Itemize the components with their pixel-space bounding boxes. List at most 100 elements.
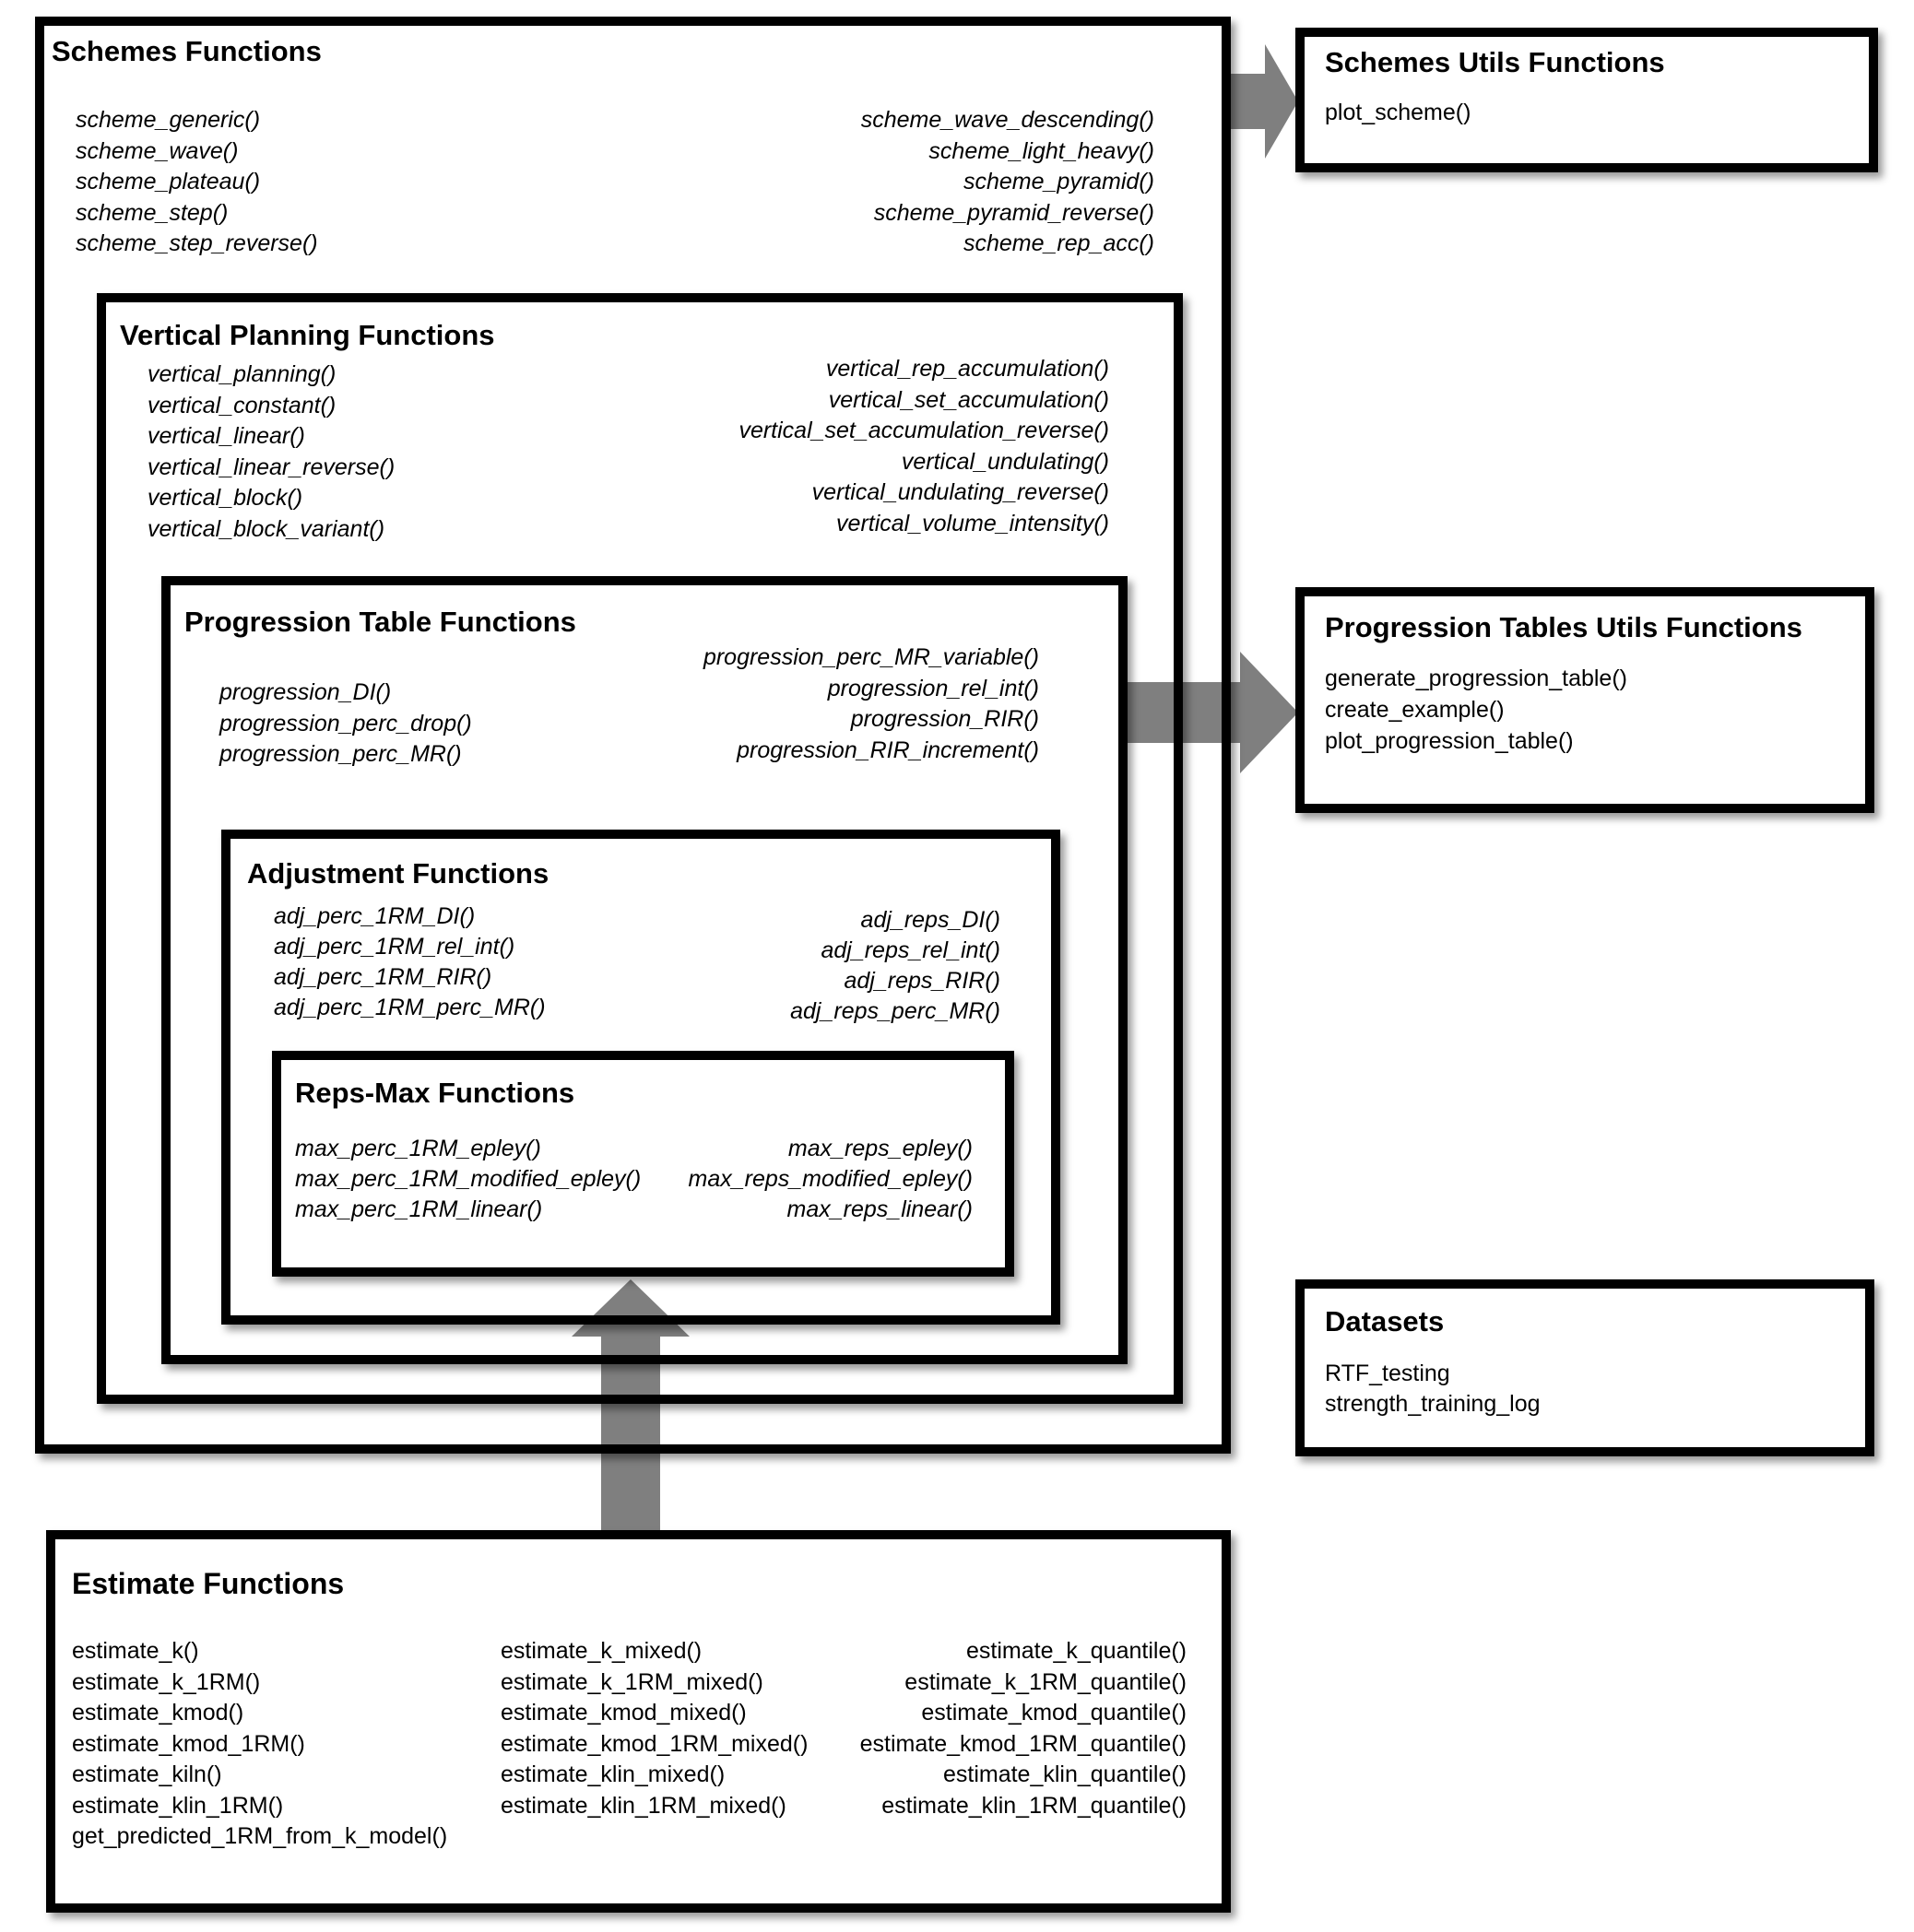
function-item: progression_perc_drop() — [219, 710, 472, 736]
function-item: generate_progression_table() — [1325, 666, 1627, 691]
function-item: estimate_klin_mixed() — [501, 1761, 726, 1787]
function-item: estimate_kmod() — [72, 1700, 244, 1726]
datasets-title: Datasets — [1325, 1305, 1445, 1337]
function-item: progression_RIR() — [850, 706, 1039, 732]
function-item: vertical_set_accumulation_reverse() — [738, 418, 1109, 443]
reps-max-left-list: max_perc_1RM_epley() max_perc_1RM_modifie… — [295, 1134, 641, 1225]
function-item: estimate_k_mixed() — [501, 1638, 703, 1664]
function-item: max_perc_1RM_modified_epley() — [295, 1166, 642, 1192]
estimate-functions-col3: estimate_k_quantile() estimate_k_1RM_quan… — [860, 1636, 1187, 1821]
function-item: estimate_k_1RM_mixed() — [501, 1668, 763, 1695]
adjustment-right-list: adj_reps_DI() adj_reps_rel_int() adj_reps_… — [790, 905, 1000, 1027]
function-item: strength_training_log — [1325, 1391, 1541, 1417]
function-item: vertical_constant() — [148, 392, 337, 418]
function-item: get_predicted_1RM_from_k_model() — [72, 1823, 448, 1849]
function-item: estimate_k_1RM() — [72, 1668, 261, 1695]
function-item: RTF_testing — [1325, 1361, 1450, 1386]
function-item: adj_reps_RIR() — [844, 968, 1000, 994]
function-item: create_example() — [1325, 697, 1505, 723]
function-item: estimate_kmod_quantile() — [921, 1700, 1187, 1726]
function-item: scheme_pyramid() — [963, 169, 1154, 194]
function-item: adj_reps_DI() — [860, 907, 1000, 933]
reps-max-right-list: max_reps_epley() max_reps_modified_epley(… — [689, 1134, 973, 1225]
function-item: vertical_block() — [148, 485, 303, 511]
function-item: vertical_volume_intensity() — [836, 510, 1109, 536]
function-item: max_reps_epley() — [787, 1136, 973, 1161]
function-item: progression_perc_MR_variable() — [703, 644, 1039, 670]
function-item: estimate_kmod_1RM_quantile() — [859, 1730, 1187, 1757]
function-item: vertical_linear_reverse() — [148, 454, 396, 480]
progression-tables-utils-functions-box: Progression Tables Utils Functions gener… — [1295, 587, 1874, 813]
vertical-planning-functions-box: Vertical Planning Functions vertical_pla… — [97, 293, 1183, 1404]
function-item: max_perc_1RM_epley() — [295, 1136, 541, 1161]
function-item: progression_DI() — [219, 679, 392, 705]
function-item: adj_reps_perc_MR() — [790, 998, 1000, 1024]
estimate-functions-box: Estimate Functions estimate_k()estimate_… — [46, 1530, 1231, 1913]
function-item: estimate_kmod_1RM_mixed() — [501, 1730, 809, 1757]
schemes-functions-box: Schemes Functions scheme_generic()scheme… — [35, 17, 1231, 1454]
function-item: plot_scheme() — [1325, 100, 1471, 125]
estimate-functions-col2: estimate_k_mixed() estimate_k_1RM_mixed()… — [501, 1636, 808, 1821]
progression-utils-list: generate_progression_table() create_examp… — [1325, 663, 1627, 757]
schemes-functions-title: Schemes Functions — [52, 35, 322, 67]
function-item: max_reps_linear() — [786, 1196, 973, 1222]
datasets-list: RTF_testing strength_training_log — [1325, 1359, 1541, 1420]
function-item: vertical_planning() — [148, 361, 337, 387]
function-item: estimate_k() — [72, 1638, 199, 1664]
function-item: vertical_undulating() — [901, 448, 1109, 475]
estimate-functions-col1: estimate_k() estimate_k_1RM() estimate_kmo… — [72, 1636, 447, 1853]
vertical-planning-title: Vertical Planning Functions — [120, 319, 495, 351]
function-item: estimate_k_1RM_quantile() — [904, 1668, 1187, 1695]
function-item: scheme_wave() — [76, 137, 239, 164]
function-item: estimate_k_quantile() — [965, 1638, 1187, 1664]
function-item: scheme_generic() — [76, 107, 261, 133]
schemes-to-schemes-utils-arrow-icon — [1222, 44, 1298, 159]
function-item: progression_RIR_increment() — [737, 736, 1039, 763]
schemes-functions-right-list: scheme_wave_descending() scheme_light_hea… — [861, 105, 1154, 260]
progression-table-right-list: progression_perc_MR_variable() progressio… — [703, 642, 1039, 766]
function-item: adj_reps_rel_int() — [821, 937, 1000, 963]
function-item: scheme_pyramid_reverse() — [873, 199, 1154, 226]
function-item: scheme_light_heavy() — [928, 137, 1154, 164]
vertical-planning-right-list: vertical_rep_accumulation() vertical_set_… — [738, 354, 1109, 539]
adjustment-functions-box: Adjustment Functions adj_perc_1RM_DI()ad… — [221, 830, 1060, 1325]
reps-max-functions-box: Reps-Max Functions max_perc_1RM_epley()m… — [272, 1051, 1014, 1277]
estimate-functions-title: Estimate Functions — [72, 1567, 345, 1600]
function-item: scheme_step() — [76, 199, 229, 226]
function-item: progression_rel_int() — [827, 675, 1039, 701]
function-item: estimate_kmod_mixed() — [501, 1700, 747, 1726]
function-item: estimate_klin_1RM() — [72, 1792, 284, 1819]
function-item: max_perc_1RM_linear() — [295, 1196, 543, 1222]
function-item: max_reps_modified_epley() — [688, 1166, 973, 1192]
function-item: vertical_rep_accumulation() — [825, 356, 1109, 382]
schemes-utils-title: Schemes Utils Functions — [1325, 46, 1665, 78]
function-item: vertical_block_variant() — [148, 515, 385, 542]
function-item: vertical_linear() — [148, 423, 305, 449]
function-item: plot_progression_table() — [1325, 728, 1574, 754]
function-item: estimate_kmod_1RM() — [72, 1730, 305, 1757]
function-item: adj_perc_1RM_rel_int() — [274, 934, 515, 960]
adjustment-functions-title: Adjustment Functions — [247, 857, 549, 889]
vertical-planning-left-list: vertical_planning() vertical_constant()ve… — [148, 359, 395, 545]
reps-max-title: Reps-Max Functions — [295, 1077, 575, 1109]
function-item: adj_perc_1RM_RIR() — [274, 964, 492, 990]
function-item: scheme_wave_descending() — [860, 107, 1154, 133]
schemes-utils-functions-box: Schemes Utils Functions plot_scheme() — [1295, 28, 1878, 172]
function-item: estimate_kiln() — [72, 1761, 222, 1787]
function-item: vertical_undulating_reverse() — [811, 479, 1109, 505]
progression-table-left-list: progression_DI() progression_perc_drop()p… — [219, 677, 472, 771]
function-item: adj_perc_1RM_perc_MR() — [274, 995, 546, 1020]
schemes-utils-list: plot_scheme() — [1325, 97, 1471, 128]
function-item: vertical_set_accumulation() — [828, 386, 1109, 413]
function-item: adj_perc_1RM_DI() — [274, 903, 476, 929]
schemes-functions-left-list: scheme_generic()scheme_wave()scheme_plat… — [76, 105, 318, 260]
function-item: estimate_klin_1RM_quantile() — [881, 1792, 1187, 1819]
function-item: scheme_step_reverse() — [76, 230, 318, 256]
progression-table-title: Progression Table Functions — [184, 606, 576, 638]
function-item: progression_perc_MR() — [219, 741, 462, 767]
function-item: scheme_rep_acc() — [963, 230, 1154, 256]
progression-table-functions-box: Progression Table Functions progression_… — [161, 576, 1128, 1364]
progression-utils-title: Progression Tables Utils Functions — [1325, 611, 1802, 643]
function-item: estimate_klin_1RM_mixed() — [501, 1792, 786, 1819]
